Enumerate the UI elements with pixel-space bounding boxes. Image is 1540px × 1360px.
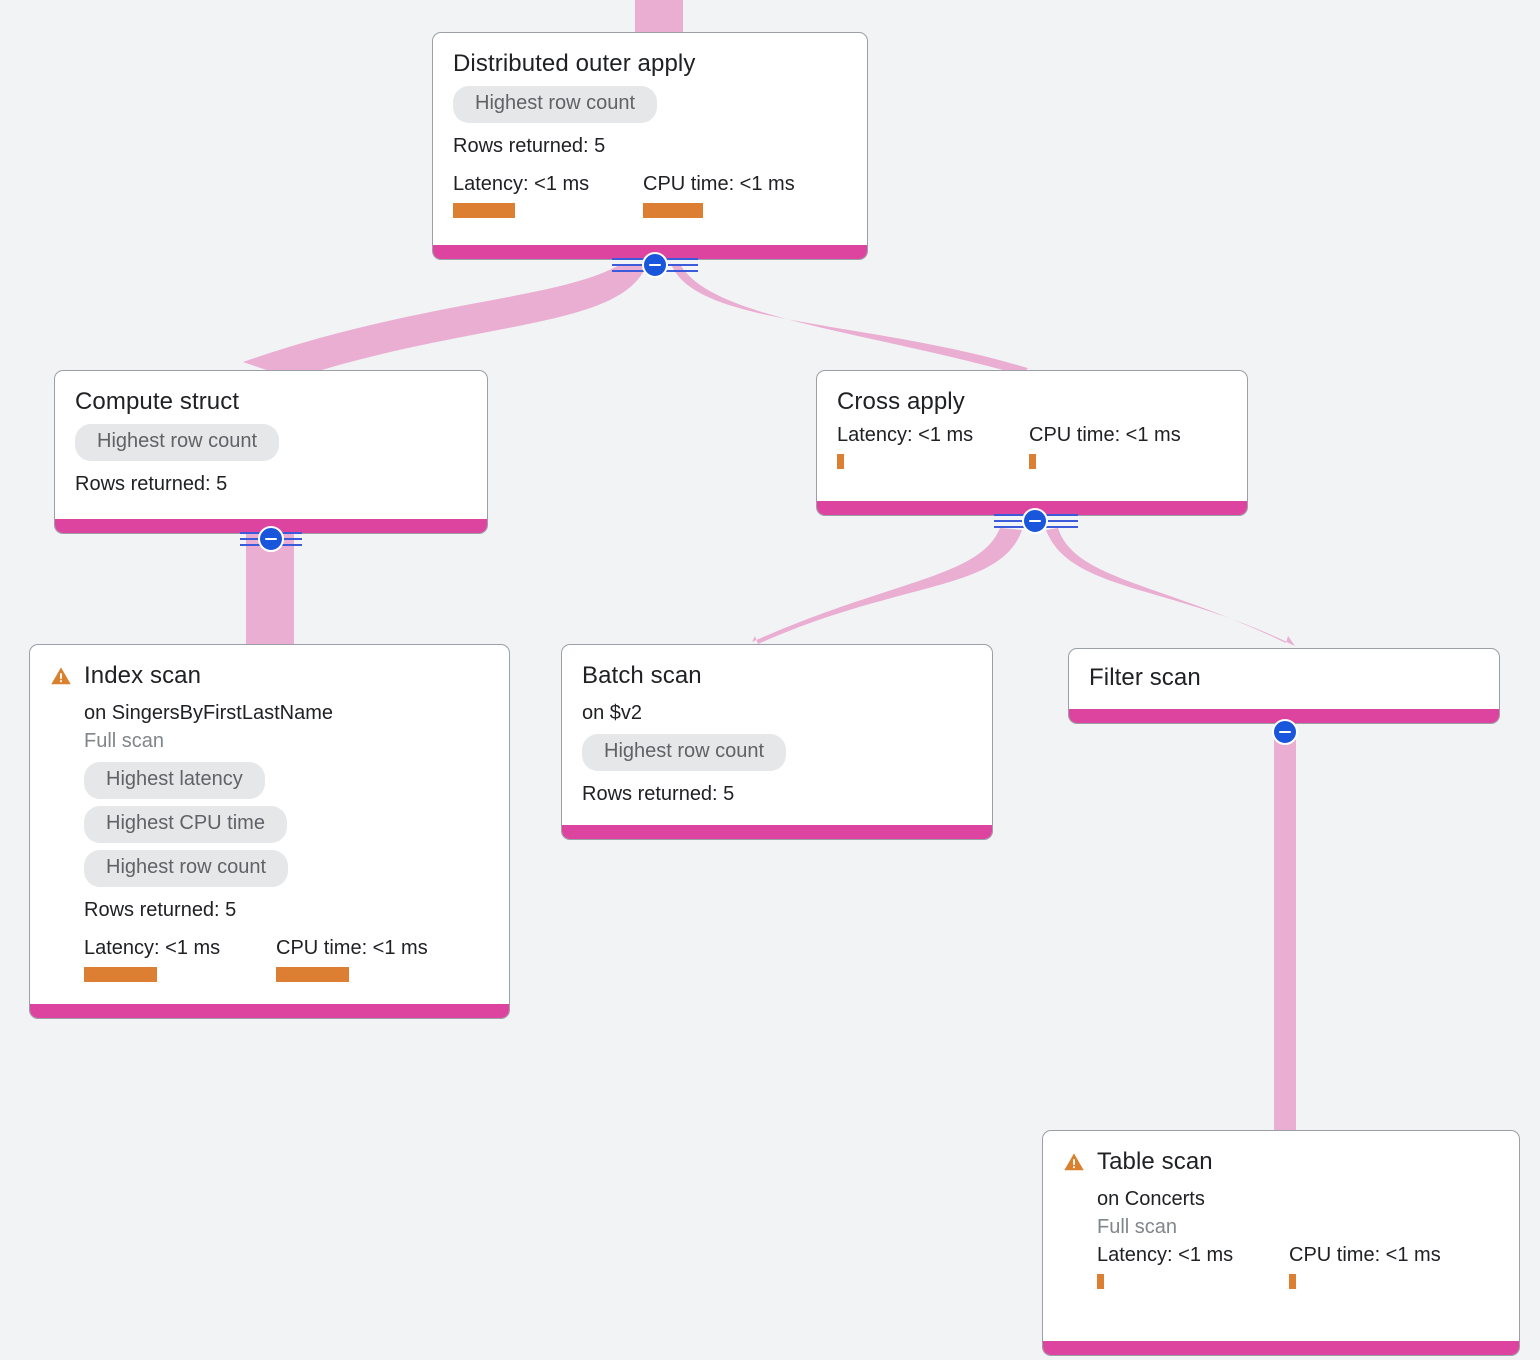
badge-highest-row-count: Highest row count bbox=[453, 86, 658, 124]
node-batch-scan[interactable]: Batch scan on $v2 Highest row count Rows… bbox=[561, 644, 993, 840]
metric-list: Latency: <1 ms CPU time: <1 ms bbox=[453, 172, 847, 219]
rows-returned: Rows returned: 5 bbox=[453, 135, 606, 158]
node-table-scan[interactable]: Table scan on Concerts Full scan Latency… bbox=[1042, 1130, 1520, 1356]
metric-cpu-time-label: CPU time: <1 ms bbox=[1289, 1244, 1441, 1267]
rows-returned: Rows returned: 5 bbox=[75, 473, 228, 496]
badge-list: Highest row count bbox=[75, 424, 467, 462]
warning-triangle-icon bbox=[1064, 1153, 1084, 1171]
node-title: Filter scan bbox=[1089, 664, 1201, 691]
node-title-row: Compute struct bbox=[75, 388, 467, 415]
metric-cpu-time: CPU time: <1 ms bbox=[1289, 1243, 1441, 1290]
metric-latency-label: Latency: <1 ms bbox=[84, 937, 221, 960]
metric-latency: Latency: <1 ms bbox=[84, 936, 276, 983]
collapse-button-filter-scan[interactable] bbox=[1272, 719, 1298, 745]
node-accent-bar bbox=[1069, 709, 1499, 723]
node-subtitle: on $v2 bbox=[582, 702, 643, 725]
node-title: Batch scan bbox=[582, 662, 702, 689]
badge-highest-row-count: Highest row count bbox=[84, 850, 289, 888]
node-scan-type: Full scan bbox=[1097, 1216, 1178, 1239]
badge-highest-row-count: Highest row count bbox=[75, 424, 280, 462]
badge-list: Highest row count bbox=[582, 734, 972, 772]
node-title-row: Filter scan bbox=[1089, 664, 1479, 691]
metric-list: Latency: <1 ms CPU time: <1 ms bbox=[84, 936, 489, 983]
node-index-scan[interactable]: Index scan on SingersByFirstLastName Ful… bbox=[29, 644, 510, 1019]
node-content: Filter scan bbox=[1069, 649, 1499, 701]
node-content: Index scan on SingersByFirstLastName Ful… bbox=[30, 645, 509, 996]
metric-latency-bar bbox=[453, 203, 515, 219]
metric-latency: Latency: <1 ms bbox=[837, 423, 1029, 470]
node-title-row: Distributed outer apply bbox=[453, 50, 847, 77]
metric-latency-bar bbox=[837, 454, 844, 470]
node-filter-scan[interactable]: Filter scan bbox=[1068, 648, 1500, 724]
edge-root-to-cross-apply bbox=[672, 264, 1040, 375]
badge-list: Highest row count bbox=[453, 86, 847, 124]
node-details: on Concerts Full scan Latency: <1 ms CPU… bbox=[1063, 1187, 1499, 1290]
badge-highest-row-count: Highest row count bbox=[582, 734, 787, 772]
metric-cpu-time-label: CPU time: <1 ms bbox=[1029, 424, 1181, 447]
metric-cpu-time: CPU time: <1 ms bbox=[1029, 423, 1181, 470]
badge-highest-cpu-time: Highest CPU time bbox=[84, 806, 287, 844]
edge-cross-apply-to-filter-scan bbox=[1046, 528, 1295, 646]
collapse-button-compute-struct[interactable] bbox=[258, 526, 284, 552]
node-subtitle: on SingersByFirstLastName bbox=[84, 702, 333, 725]
badge-highest-latency: Highest latency bbox=[84, 762, 265, 800]
node-title: Table scan bbox=[1097, 1148, 1213, 1175]
node-title-row: Index scan bbox=[50, 662, 489, 689]
node-details: on SingersByFirstLastName Full scan High… bbox=[50, 701, 489, 983]
node-scan-type: Full scan bbox=[84, 730, 165, 753]
metric-latency: Latency: <1 ms bbox=[453, 172, 643, 219]
collapse-minus-icon bbox=[265, 537, 277, 541]
metric-latency-bar bbox=[84, 967, 157, 983]
metric-list: Latency: <1 ms CPU time: <1 ms bbox=[837, 423, 1227, 470]
node-accent-bar bbox=[562, 825, 992, 839]
node-subtitle: on Concerts bbox=[1097, 1188, 1205, 1211]
edge-into-root bbox=[635, 0, 683, 36]
collapse-minus-icon bbox=[1279, 730, 1291, 734]
node-title-row: Table scan bbox=[1063, 1148, 1499, 1175]
node-title-row: Batch scan bbox=[582, 662, 972, 689]
node-title-row: Cross apply bbox=[837, 388, 1227, 415]
metric-cpu-time-bar bbox=[1289, 1274, 1296, 1290]
metric-cpu-time-label: CPU time: <1 ms bbox=[643, 173, 795, 196]
node-accent-bar bbox=[1043, 1341, 1519, 1355]
metric-latency-label: Latency: <1 ms bbox=[453, 173, 590, 196]
node-content: Batch scan on $v2 Highest row count Rows… bbox=[562, 645, 992, 820]
metric-cpu-time-label: CPU time: <1 ms bbox=[276, 937, 428, 960]
metric-cpu-time: CPU time: <1 ms bbox=[276, 936, 428, 983]
collapse-button-cross-apply[interactable] bbox=[1022, 508, 1048, 534]
node-cross-apply[interactable]: Cross apply Latency: <1 ms CPU time: <1 … bbox=[816, 370, 1248, 516]
rows-returned: Rows returned: 5 bbox=[582, 783, 735, 806]
metric-latency-label: Latency: <1 ms bbox=[837, 424, 974, 447]
metric-cpu-time: CPU time: <1 ms bbox=[643, 172, 795, 219]
collapse-minus-icon bbox=[649, 263, 661, 267]
metric-latency-label: Latency: <1 ms bbox=[1097, 1244, 1234, 1267]
node-content: Distributed outer apply Highest row coun… bbox=[433, 33, 867, 232]
metric-cpu-time-bar bbox=[643, 203, 703, 219]
metric-latency-bar bbox=[1097, 1274, 1104, 1290]
node-title: Cross apply bbox=[837, 388, 965, 415]
rows-returned: Rows returned: 5 bbox=[84, 899, 237, 922]
edge-root-to-compute-struct bbox=[243, 264, 646, 380]
metric-list: Latency: <1 ms CPU time: <1 ms bbox=[1097, 1243, 1499, 1290]
node-content: Cross apply Latency: <1 ms CPU time: <1 … bbox=[817, 371, 1247, 483]
node-title: Distributed outer apply bbox=[453, 50, 696, 77]
warning-triangle-icon bbox=[51, 667, 71, 685]
metric-cpu-time-bar bbox=[1029, 454, 1036, 470]
node-distributed-outer-apply[interactable]: Distributed outer apply Highest row coun… bbox=[432, 32, 868, 260]
badge-list: Highest latency Highest CPU time Highest… bbox=[84, 762, 489, 888]
node-content: Table scan on Concerts Full scan Latency… bbox=[1043, 1131, 1519, 1303]
metric-latency: Latency: <1 ms bbox=[1097, 1243, 1289, 1290]
collapse-button-distributed-outer-apply[interactable] bbox=[642, 252, 668, 278]
metric-cpu-time-bar bbox=[276, 967, 349, 983]
node-title: Index scan bbox=[84, 662, 202, 689]
collapse-minus-icon bbox=[1029, 519, 1041, 523]
node-compute-struct[interactable]: Compute struct Highest row count Rows re… bbox=[54, 370, 488, 534]
edge-filter-scan-to-table-scan bbox=[1274, 722, 1296, 1142]
edge-cross-apply-to-batch-scan bbox=[752, 528, 1022, 644]
node-content: Compute struct Highest row count Rows re… bbox=[55, 371, 487, 510]
node-accent-bar bbox=[30, 1004, 509, 1018]
node-title: Compute struct bbox=[75, 388, 240, 415]
